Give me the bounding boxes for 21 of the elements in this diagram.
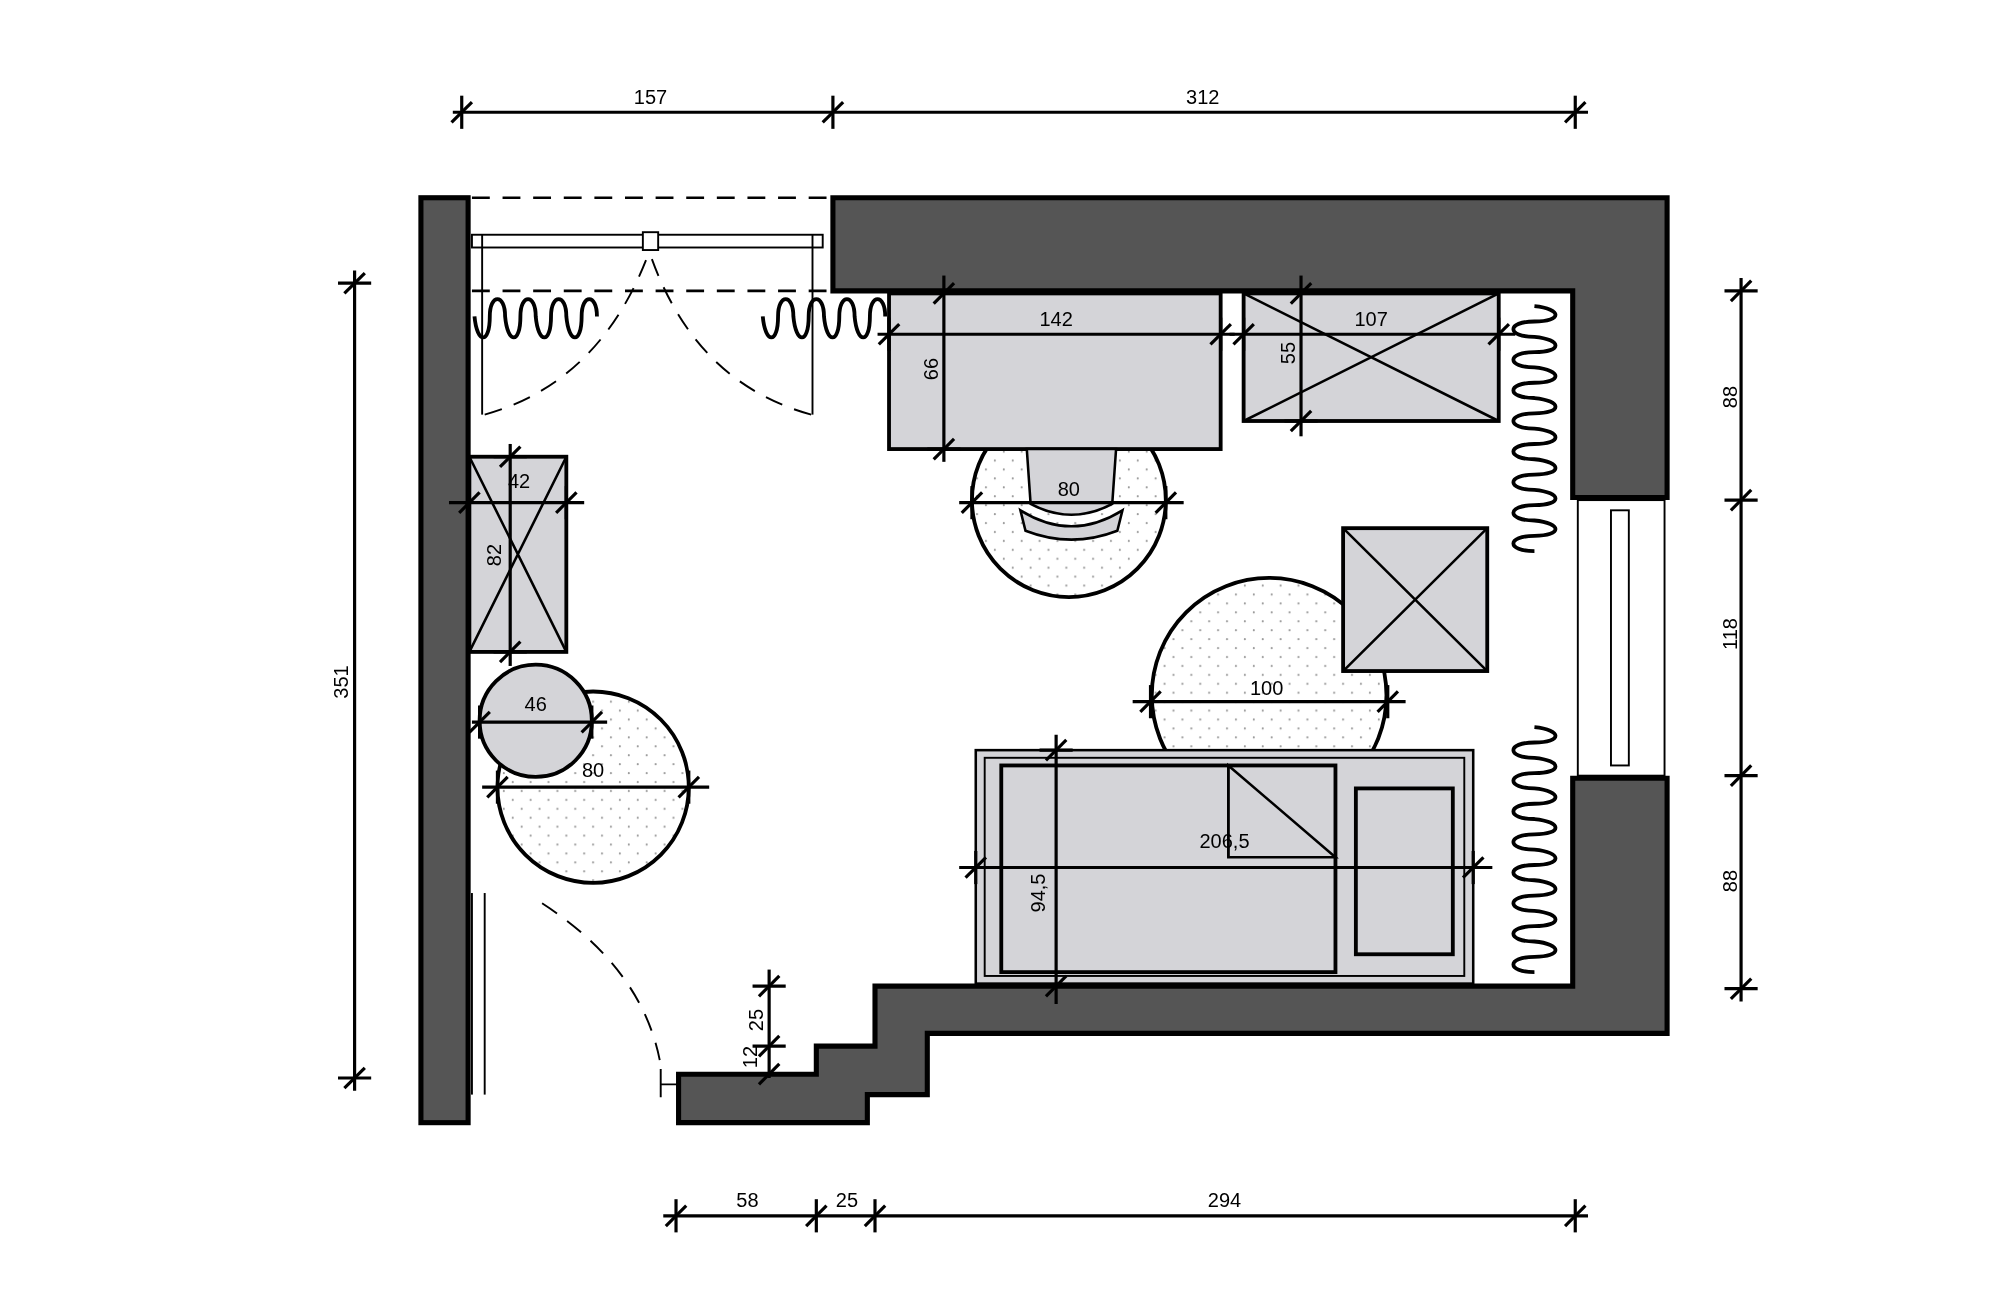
dimension-label: 351 <box>330 665 351 700</box>
dimension-label: 55 <box>1278 342 1299 365</box>
dimension-label: 107 <box>1354 308 1388 329</box>
dimension-label: 12 <box>740 1046 760 1069</box>
dimension-label: 80 <box>1057 478 1080 499</box>
dimension-label: 142 <box>1039 308 1073 329</box>
dimension-label: 88 <box>1719 870 1740 893</box>
dimension-label: 80 <box>582 760 605 781</box>
dimension-label: 88 <box>1719 385 1740 408</box>
dimension-label: 58 <box>736 1190 759 1211</box>
dimension-label: 312 <box>1186 86 1220 107</box>
dimension-label: 157 <box>633 86 668 107</box>
dimension-label: 94,5 <box>1028 873 1049 913</box>
dimension-label: 46 <box>524 694 547 715</box>
dimension-label: 82 <box>483 543 504 566</box>
dimension-label: 25 <box>835 1190 859 1211</box>
dimension-label: 25 <box>746 1009 767 1032</box>
dimension-label: 118 <box>1719 618 1740 650</box>
dimension-label: 294 <box>1207 1190 1242 1211</box>
dimension-label: 100 <box>1249 677 1284 698</box>
dimension-label: 66 <box>921 357 942 380</box>
